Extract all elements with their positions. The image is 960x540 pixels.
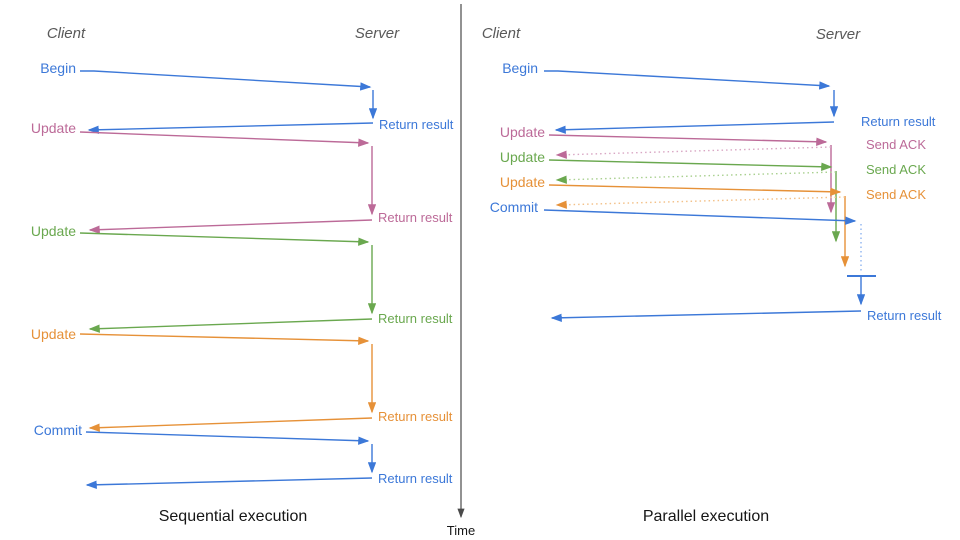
par-commit-response-label: Return result <box>867 308 942 323</box>
par-update2-ack-line <box>555 171 837 184</box>
par-update3-ack-line <box>555 196 846 209</box>
par-commit-return-line <box>550 310 862 322</box>
par-update2-ack-label: Send ACK <box>866 162 926 177</box>
seq-update3-response-label: Return result <box>378 409 453 424</box>
seq-commit-return-line <box>85 477 373 489</box>
par-begin-response-label: Return result <box>861 114 936 129</box>
seq-begin-response-label: Return result <box>379 117 454 132</box>
seq-commit-label: Commit <box>34 422 82 438</box>
left-server-heading: Server <box>355 25 400 42</box>
par-update1-label: Update <box>500 124 545 140</box>
seq-update2-request-line <box>79 232 370 246</box>
par-begin-label: Begin <box>502 60 538 76</box>
seq-update1-request-line <box>79 131 370 147</box>
par-update1-ack-label: Send ACK <box>866 137 926 152</box>
par-update3-label: Update <box>500 174 545 190</box>
seq-update1-return-line <box>88 219 373 234</box>
par-begin-request-line <box>544 70 831 90</box>
par-update1-request-line <box>548 134 828 146</box>
seq-update2-return-line <box>88 318 373 333</box>
par-commit-request-line <box>543 209 857 225</box>
par-update2-request-line <box>548 159 833 171</box>
seq-commit-response-label: Return result <box>378 471 453 486</box>
seq-commit-request-line <box>85 431 370 445</box>
seq-update3-return-line <box>88 417 373 432</box>
par-update1-ack-line <box>555 146 832 159</box>
right-server-heading: Server <box>816 26 861 43</box>
seq-begin-request-line <box>80 70 372 91</box>
seq-update2-label: Update <box>31 223 76 239</box>
left-client-heading: Client <box>47 25 86 42</box>
seq-update2-response-label: Return result <box>378 311 453 326</box>
seq-update3-label: Update <box>31 326 76 342</box>
par-update3-ack-label: Send ACK <box>866 187 926 202</box>
seq-update3-request-line <box>79 333 370 345</box>
par-update3-request-line <box>548 184 842 196</box>
seq-begin-return-line <box>87 122 374 134</box>
right-caption: Parallel execution <box>643 508 769 525</box>
time-axis-label: Time <box>447 523 475 538</box>
seq-begin-label: Begin <box>40 60 76 76</box>
par-update2-label: Update <box>500 149 545 165</box>
right-client-heading: Client <box>482 25 521 42</box>
seq-update1-label: Update <box>31 120 76 136</box>
left-caption: Sequential execution <box>159 508 308 525</box>
par-commit-label: Commit <box>490 199 538 215</box>
par-begin-return-line <box>554 121 835 134</box>
seq-update1-response-label: Return result <box>378 210 453 225</box>
